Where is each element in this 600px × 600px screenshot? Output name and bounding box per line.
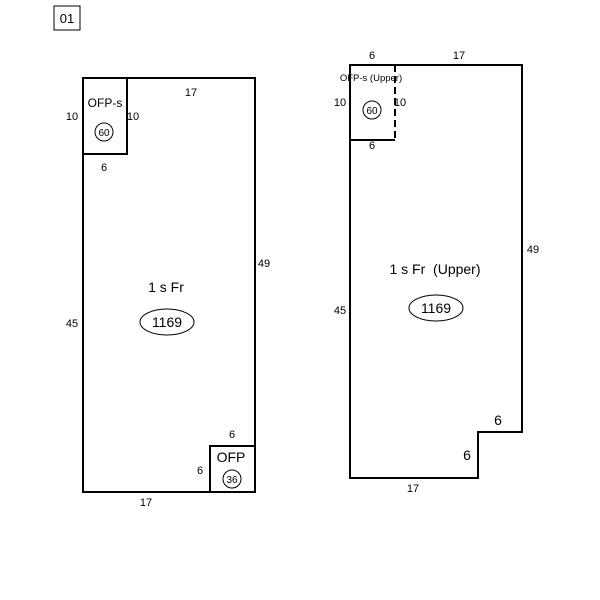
left-porch-bottom-name: OFP: [217, 449, 246, 465]
left-porch-bottom-outline: [209, 445, 255, 492]
left-porch-bottom-area: 36: [226, 475, 238, 486]
page-id-label: 01: [60, 11, 74, 26]
left-porch-top-area-circle: [94, 122, 114, 142]
left-dim-bottom: 17: [140, 497, 152, 509]
right-building: OFP-s (Upper) 60 10 10 6 1 s Fr (Upper) …: [334, 50, 539, 495]
right-porch-top-dim-left: 10: [334, 97, 346, 109]
right-main-area-ellipse: [408, 294, 464, 322]
left-porch-bottom-dim-top: 6: [229, 429, 235, 441]
left-main-area: 1169: [152, 314, 182, 330]
left-porch-top-dim-right: 10: [127, 111, 139, 123]
left-main-area-ellipse: [139, 308, 195, 336]
right-dim-right: 49: [527, 244, 539, 256]
left-porch-top-name: OFP-s: [88, 96, 123, 110]
left-porch-top-area: 60: [98, 128, 110, 139]
left-porch-top-dim-bottom: 6: [101, 162, 107, 174]
right-porch-top-dim-bottom: 6: [369, 140, 375, 152]
right-porch-top-area: 60: [366, 106, 378, 117]
left-porch-bottom-area-circle: [222, 469, 242, 489]
right-dim-notch-side: 6: [463, 447, 471, 463]
left-porch-top-dim-left: 10: [66, 111, 78, 123]
right-dim-left: 45: [334, 305, 346, 317]
right-main-area: 1169: [421, 300, 451, 316]
left-main-name: 1 s Fr: [148, 279, 184, 295]
right-main-outline: [349, 64, 523, 479]
left-main-outline: [82, 77, 256, 493]
left-dim-top: 17: [185, 87, 197, 99]
page-id-box: [53, 5, 81, 31]
left-dim-right: 49: [258, 258, 270, 270]
right-porch-top-area-circle: [362, 100, 382, 120]
left-porch-bottom-dim-left: 6: [197, 465, 203, 477]
right-dim-bottom: 17: [407, 483, 419, 495]
right-main-name: 1 s Fr (Upper): [389, 261, 480, 277]
right-dim-top-left: 6: [369, 50, 375, 62]
left-building: OFP-s 60 10 10 6 OFP 36 6 6 1 s Fr 1169 …: [66, 77, 270, 509]
left-dim-left: 45: [66, 318, 78, 330]
right-porch-top-dim-right: 10: [394, 97, 406, 109]
right-porch-top-name: OFP-s (Upper): [340, 73, 402, 84]
left-porch-top-outline: [83, 78, 128, 155]
right-dim-top-right: 17: [453, 50, 465, 62]
right-dim-notch-top: 6: [494, 412, 502, 428]
